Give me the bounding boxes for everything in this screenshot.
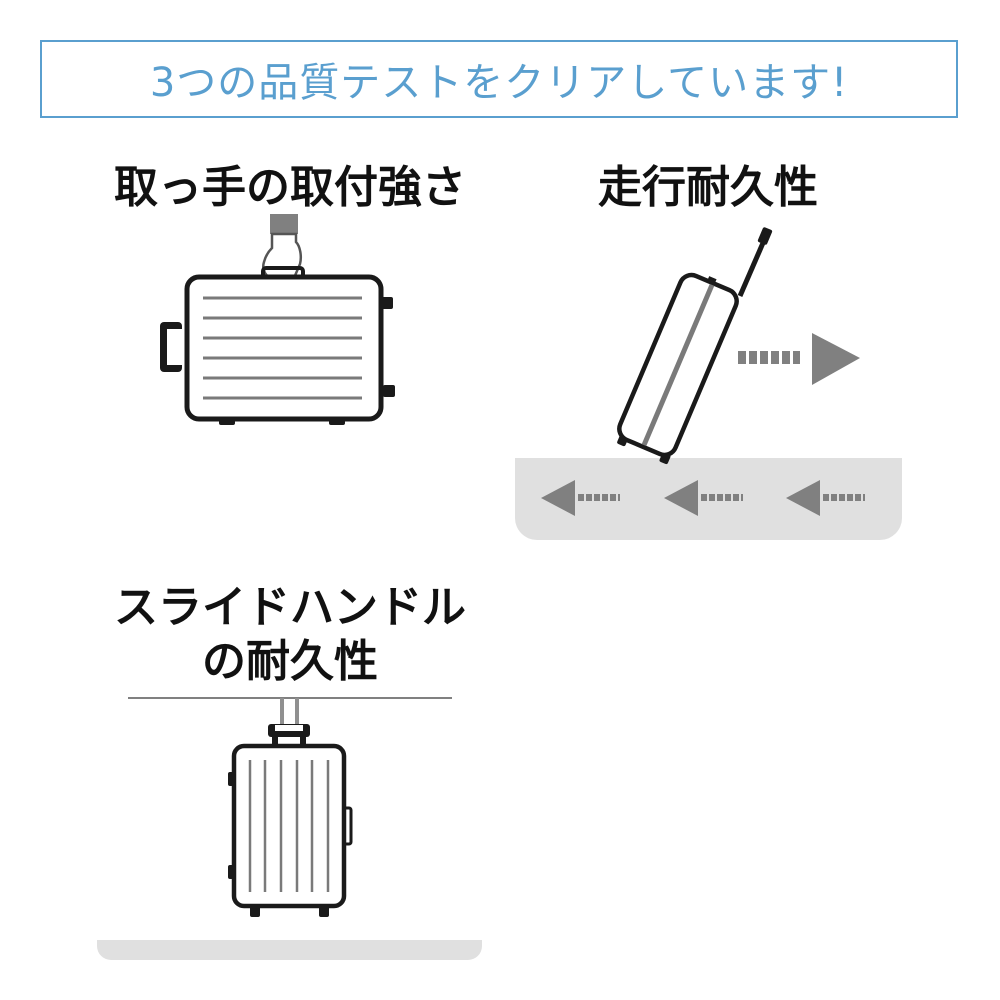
- test-title-running-durability: 走行耐久性: [598, 162, 818, 213]
- test-title-slide-handle-line2: の耐久性: [202, 636, 378, 687]
- headline-text: 3つの品質テストをクリアしています!: [149, 60, 849, 106]
- floor: [97, 940, 482, 960]
- headline-banner: 3つの品質テストをクリアしています!: [40, 40, 958, 118]
- suitcase-handle-pull-icon: [160, 214, 395, 425]
- floor-arrows-left-icon: [541, 480, 865, 516]
- test-title-slide-handle-line1: スライドハンドル: [114, 582, 466, 633]
- sleeve-cuff: [270, 214, 298, 234]
- suitcase-rolling-icon: [515, 227, 902, 540]
- motion-arrow-right-icon: [738, 333, 860, 385]
- hand-icon: [262, 232, 303, 280]
- suitcase-hanging-icon: [97, 697, 482, 960]
- test-title-handle-strength: 取っ手の取付強さ: [114, 162, 466, 213]
